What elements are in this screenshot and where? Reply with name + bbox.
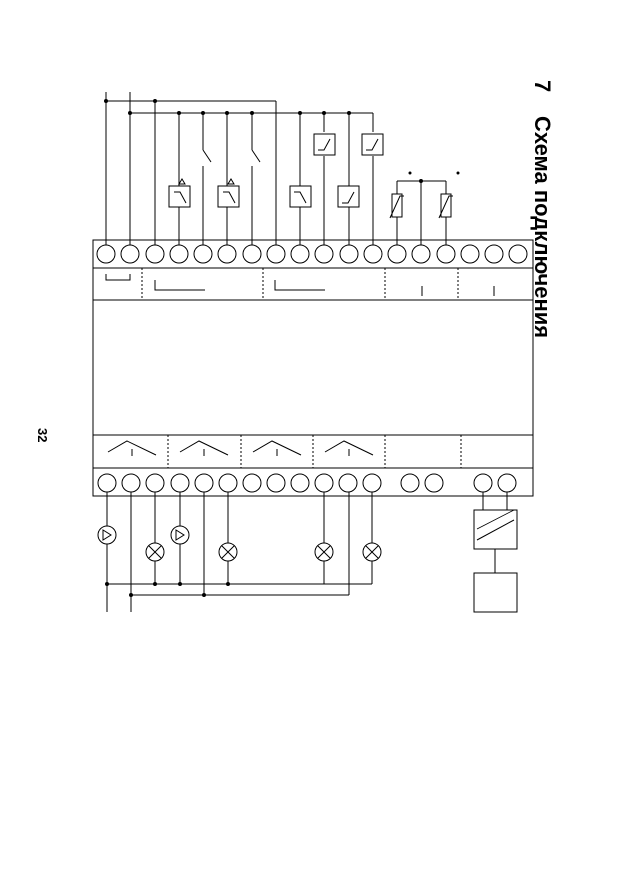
- terminal: [145, 473, 165, 493]
- terminal: [169, 244, 189, 264]
- top-terminal-strip: [96, 244, 528, 264]
- terminal: [339, 244, 359, 264]
- temperature-sensors: [389, 171, 460, 245]
- terminal: [121, 473, 141, 493]
- terminal: [387, 244, 407, 264]
- terminal: [242, 473, 262, 493]
- terminal: [266, 244, 286, 264]
- input-switches: [178, 113, 374, 245]
- terminal: [497, 473, 517, 493]
- terminal: [120, 244, 140, 264]
- terminal: [194, 473, 214, 493]
- terminal: [218, 473, 238, 493]
- terminal: [314, 244, 334, 264]
- terminal: [436, 244, 456, 264]
- terminal: [508, 244, 528, 264]
- terminal: [290, 473, 310, 493]
- terminal: [217, 244, 237, 264]
- terminal: [424, 473, 444, 493]
- controller-housing: [92, 239, 534, 497]
- terminal: [314, 473, 334, 493]
- terminal: [400, 473, 420, 493]
- switch-boxes: [168, 133, 384, 208]
- terminal: [363, 244, 383, 264]
- load-wiring: [105, 492, 373, 612]
- terminal: [193, 244, 213, 264]
- input-module-marks: [105, 274, 495, 296]
- terminal: [411, 244, 431, 264]
- terminal: [145, 244, 165, 264]
- pump-icon: [170, 525, 190, 545]
- terminal: [242, 244, 262, 264]
- relay-output-marks: [107, 440, 374, 456]
- lamps: [145, 542, 382, 562]
- terminal: [97, 473, 117, 493]
- pumps: [97, 525, 190, 545]
- terminal: [473, 473, 493, 493]
- pump-icon: [97, 525, 117, 545]
- terminal: [170, 473, 190, 493]
- terminal: [96, 244, 116, 264]
- bottom-terminal-strip: [97, 473, 517, 493]
- terminal: [266, 473, 286, 493]
- terminal: [484, 244, 504, 264]
- terminal: [460, 244, 480, 264]
- terminal: [338, 473, 358, 493]
- supply-bus-top: [104, 92, 373, 245]
- power-supply: [473, 492, 518, 613]
- terminal: [362, 473, 382, 493]
- terminal: [290, 244, 310, 264]
